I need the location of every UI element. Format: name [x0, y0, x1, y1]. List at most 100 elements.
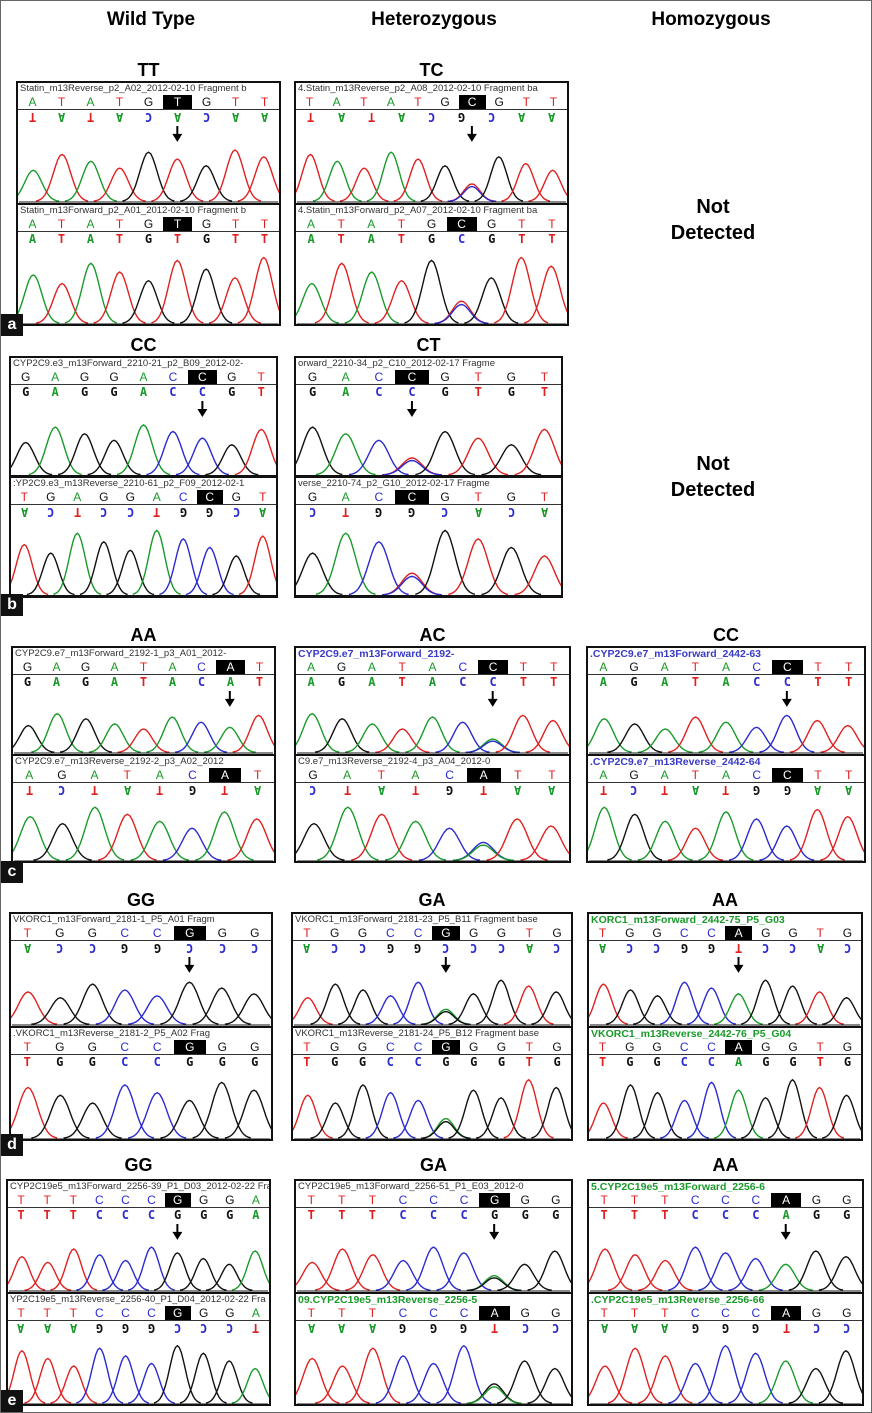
- called-base: T: [519, 675, 528, 689]
- peak-trace-svg: [8, 1223, 269, 1292]
- reference-base: A: [152, 490, 161, 504]
- trace-file-title: orward_2210-34_p2_C10_2012-02-17 Fragme: [298, 358, 495, 369]
- reference-base: T: [550, 660, 558, 674]
- reference-base: T: [525, 1039, 533, 1054]
- reference-base: T: [540, 490, 549, 504]
- peak-G: [180, 267, 233, 324]
- peak-G: [448, 1088, 499, 1139]
- peak-G: [212, 555, 261, 596]
- peak-A: [296, 712, 340, 753]
- peak-C: [698, 1252, 753, 1291]
- called-base: C: [691, 1208, 699, 1222]
- peak-C: [687, 987, 736, 1025]
- peak-C: [728, 1257, 783, 1291]
- reference-base: T: [525, 926, 533, 940]
- reference-base: G: [87, 926, 97, 940]
- reference-base: G: [201, 95, 212, 109]
- reference-base: G: [99, 490, 109, 504]
- peak-G: [605, 1083, 655, 1139]
- peak-T: [351, 812, 413, 861]
- genotype-label: AA: [712, 890, 738, 910]
- peak-G: [420, 1120, 471, 1139]
- peak-T: [24, 1261, 72, 1291]
- peak-A: [315, 433, 376, 476]
- reference-base: G: [842, 1039, 853, 1054]
- called-base: A: [735, 1054, 743, 1069]
- called-base: A: [173, 110, 182, 124]
- called-base: T: [23, 1054, 31, 1069]
- peak-trace-svg: [589, 956, 861, 1026]
- peak-T: [50, 1248, 98, 1291]
- called-base: C: [375, 385, 383, 399]
- reference-base: T: [231, 95, 240, 109]
- reference-base: A: [599, 660, 608, 674]
- called-base: G: [80, 385, 89, 399]
- snp-arrow-icon: [487, 690, 498, 707]
- reference-base: G: [496, 1039, 507, 1054]
- reference-base: G: [217, 926, 227, 940]
- reference-base: T: [115, 216, 124, 231]
- genotype-label: GA: [420, 1155, 447, 1175]
- peak-T: [589, 1248, 633, 1291]
- reference-base: A: [25, 767, 34, 782]
- called-base: G: [153, 941, 161, 955]
- called-base: T: [153, 505, 161, 519]
- reference-base: A: [386, 95, 395, 109]
- reference-base: G: [22, 660, 33, 674]
- peak-T: [11, 991, 58, 1025]
- reference-base: C: [751, 1193, 761, 1207]
- reference-base: C: [752, 660, 762, 674]
- peak-A: [315, 532, 376, 595]
- called-base: C: [753, 675, 761, 689]
- called-base: G: [121, 1320, 130, 1335]
- genotype-label: CC: [130, 335, 157, 355]
- called-base: G: [81, 675, 90, 689]
- reference-base: C: [690, 1193, 700, 1207]
- called-base: C: [308, 505, 317, 519]
- reference-base: G: [225, 1305, 235, 1320]
- reference-base: T: [23, 1039, 31, 1054]
- snp-base-highlight: G: [164, 1193, 191, 1207]
- trace-file-title: .CYP2C9.e7_m13Forward_2442-63: [590, 648, 762, 660]
- called-base: A: [51, 385, 59, 399]
- called-base: A: [514, 782, 522, 797]
- chromatogram-peaks: [296, 1222, 571, 1292]
- called-base: T: [173, 231, 182, 246]
- reference-base: G: [308, 767, 318, 782]
- called-base: A: [307, 1320, 315, 1335]
- called-base: T: [86, 110, 95, 124]
- peak-G: [87, 439, 141, 476]
- called-base: C: [121, 1208, 130, 1222]
- called-base: T: [139, 675, 148, 689]
- called-base: G: [414, 941, 422, 955]
- called-base: T: [661, 1208, 669, 1222]
- peak-A: [344, 270, 399, 324]
- called-base: G: [188, 782, 197, 797]
- called-base: G: [173, 1208, 182, 1222]
- called-base: C: [198, 385, 206, 399]
- peak-A: [64, 160, 117, 202]
- called-base: C: [489, 675, 497, 689]
- trace-file-title: CYP2C9.e7_m13Forward_2192-1_p3_A01_2012-: [15, 648, 227, 659]
- peak-C: [185, 546, 234, 596]
- chromatogram-peaks: [11, 1069, 271, 1139]
- reference-base: T: [123, 767, 131, 782]
- reference-base: C: [721, 1193, 730, 1207]
- called-base: A: [43, 1320, 51, 1335]
- called-base: T: [73, 505, 81, 519]
- called-base: A: [252, 1208, 260, 1222]
- reference-base: G: [842, 1305, 852, 1320]
- reference-base: C: [94, 1193, 104, 1207]
- called-base: G: [552, 1208, 560, 1222]
- panel-tag-d: d: [1, 1134, 23, 1156]
- called-base: A: [630, 1320, 639, 1335]
- trace-file-title: VKORC1_m13Forward_2181-1_P5_A01 Fragm: [13, 914, 215, 925]
- called-base: A: [548, 782, 556, 797]
- called-base: A: [115, 110, 124, 124]
